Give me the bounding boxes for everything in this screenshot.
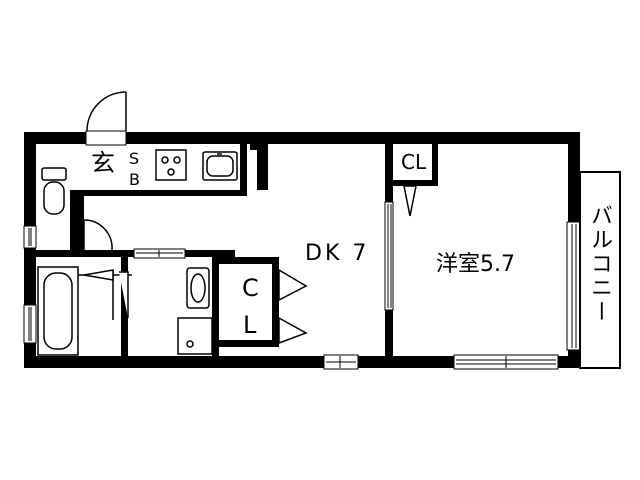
openings	[23, 130, 582, 370]
fixtures	[37, 149, 238, 356]
western-room-label: 洋室5.7	[436, 252, 515, 277]
closet-label-c: C	[242, 274, 259, 302]
shoe-box-label-s: S	[129, 149, 140, 168]
balcony-outline	[579, 171, 621, 369]
entrance-door	[86, 91, 127, 132]
entrance-label: 玄	[91, 149, 115, 177]
balcony-label: バルコニー	[587, 204, 612, 324]
shoe-box-label-b: B	[129, 170, 140, 189]
closet-doors	[278, 185, 417, 345]
toilet-door	[83, 219, 113, 251]
closet-label-l: L	[243, 311, 257, 339]
bath-door-marker	[83, 269, 129, 318]
window-sashes	[28, 204, 577, 368]
dining-kitchen-label: DK 7	[305, 241, 370, 266]
bedroom-closet-label: CL	[401, 150, 427, 174]
